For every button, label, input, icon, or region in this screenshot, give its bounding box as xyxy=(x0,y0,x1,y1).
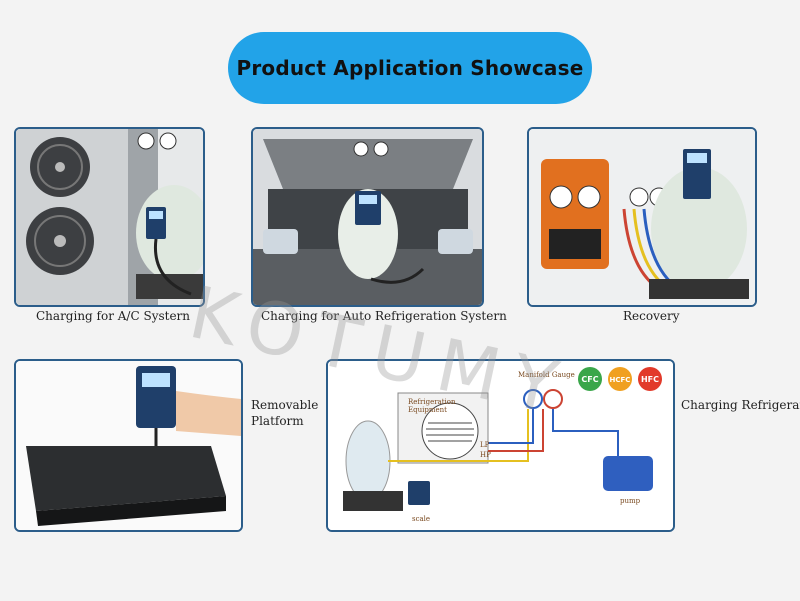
badge-hcfc-label: HCFC xyxy=(610,376,631,384)
page-title: Product Application Showcase xyxy=(236,56,584,80)
badge-hfc-label: HFC xyxy=(641,375,659,384)
panel-charging-diagram: CFC HCFC HFC Manifold Gauge Refrigeratio… xyxy=(326,359,675,532)
badge-cfc xyxy=(578,367,602,391)
caption-platform-line2: Platform xyxy=(251,414,304,428)
caption-charging: Charging Refrigerant xyxy=(681,398,800,412)
manifold-gauge-left-icon xyxy=(523,389,543,409)
badge-hfc xyxy=(638,367,662,391)
hp-label: HP xyxy=(480,451,491,459)
platform-photo xyxy=(16,361,241,530)
caption-ac: Charging for A/C Systern xyxy=(36,309,191,323)
badge-hcfc xyxy=(608,367,632,391)
panel-ac-charging xyxy=(14,127,205,307)
badge-cfc-label: CFC xyxy=(581,375,598,384)
caption-platform-line1: Removable xyxy=(251,398,319,412)
panel-auto-charging xyxy=(251,127,484,307)
equipment-label-line2: Equipment xyxy=(408,406,447,414)
charging-diagram: CFC HCFC HFC Manifold Gauge Refrigeratio… xyxy=(328,361,673,530)
recovery-machine-photo xyxy=(529,129,755,305)
car-engine-photo xyxy=(253,129,482,305)
manifold-label: Manifold Gauge xyxy=(518,371,575,379)
caption-recovery: Recovery xyxy=(623,309,680,323)
manifold-gauge-right-icon xyxy=(543,389,563,409)
title-banner: Product Application Showcase xyxy=(228,32,592,104)
panel-recovery xyxy=(527,127,757,307)
lp-label: LP xyxy=(480,441,490,449)
pump-label: pump xyxy=(620,497,641,505)
equipment-label-line1: Refrigeration xyxy=(408,398,456,406)
caption-auto: Charging for Auto Refrigeration Systern xyxy=(261,309,507,323)
ac-unit-photo xyxy=(16,129,203,305)
panel-platform xyxy=(14,359,243,532)
scale-label: scale xyxy=(412,515,430,523)
